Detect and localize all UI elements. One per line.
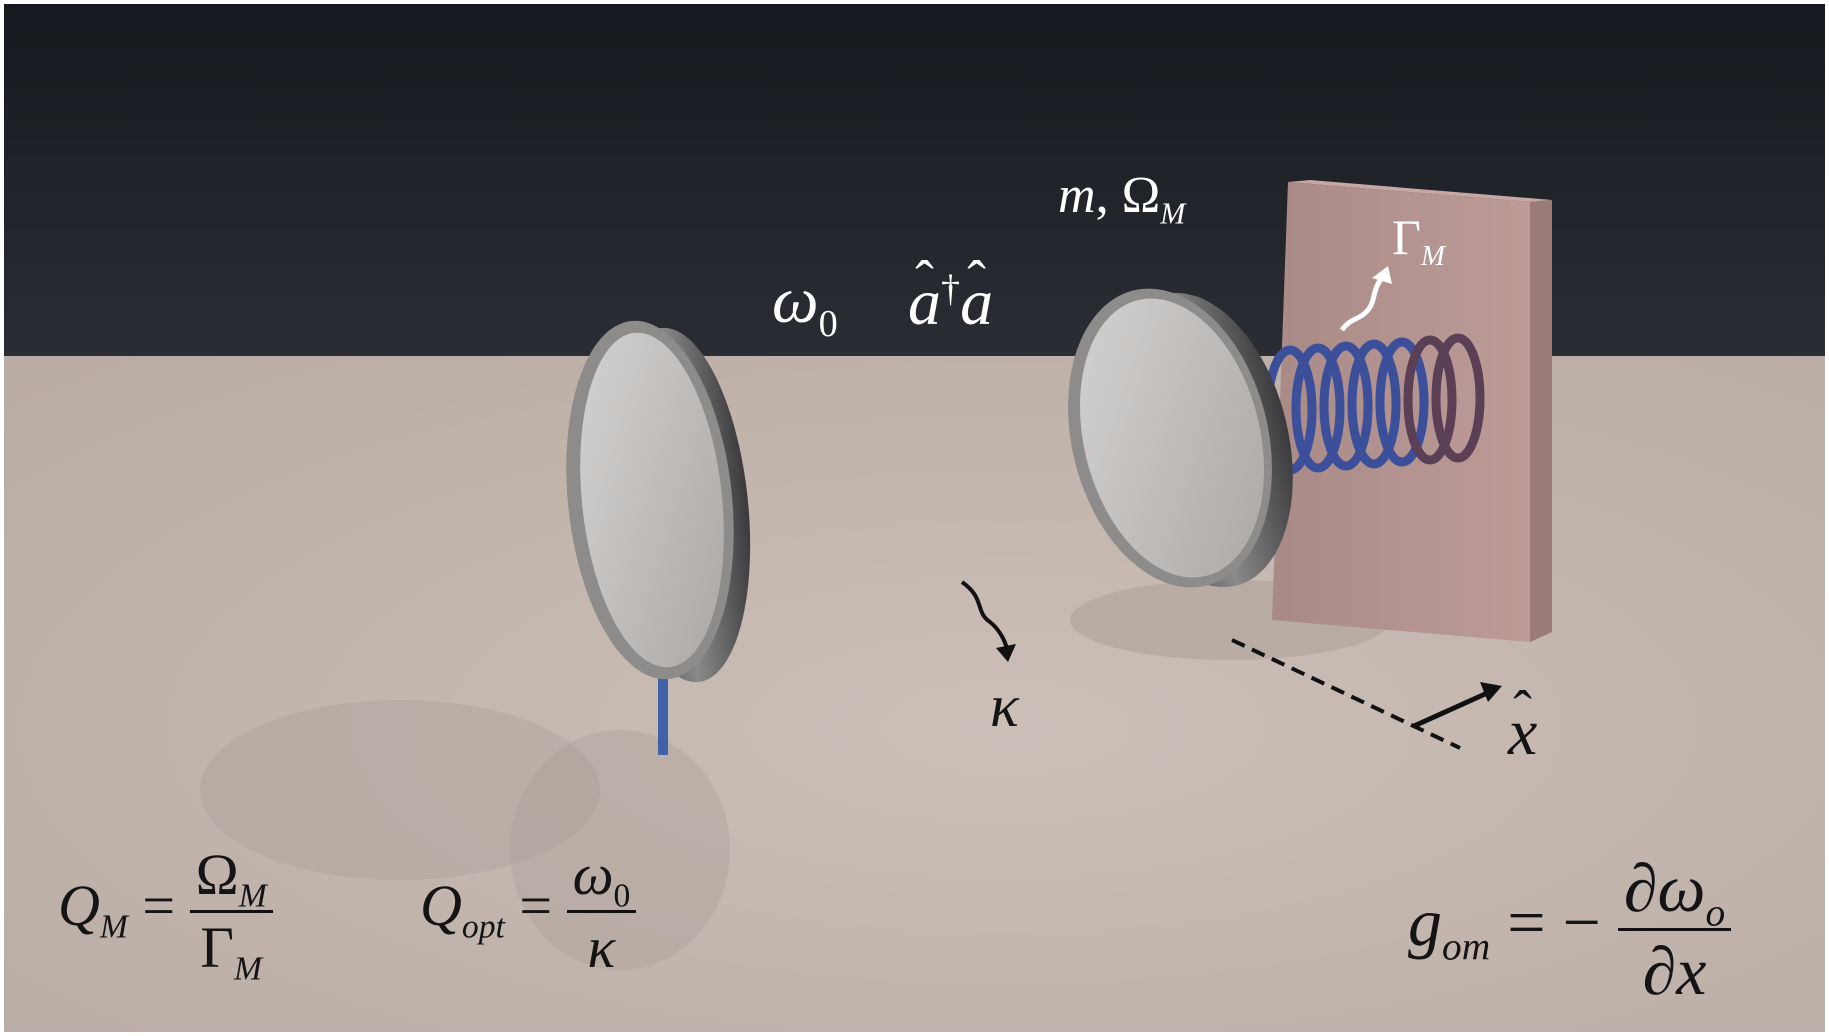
x-axis-dashed-line [1231,638,1461,750]
gom-equation: gom = − ∂ωo ∂x [1408,854,1732,1005]
x-arrowhead [1480,682,1502,702]
gamma-arrowhead [1372,266,1392,284]
gamma-decay-arrow [1339,276,1385,332]
left-mirror-shadow-2 [510,730,730,970]
gamma-m-label: ΓM [1392,209,1446,272]
kappa-decay-arrow [960,580,1010,653]
kappa-arrowhead [996,644,1016,662]
x-direction-arrow [1412,687,1496,729]
kappa-label: κ [990,673,1019,739]
right-mirror [1068,288,1293,588]
x-hat-label: x [1508,700,1537,766]
left-mirror-shadow [200,700,600,880]
omega0-label: ω0 [772,264,838,346]
qopt-equation: Qopt = ω0 κ [420,846,637,977]
qm-equation: QM = ΩM ΓM [58,846,273,986]
left-mirror [566,320,751,755]
mass-frequency-label: m, ΩM [1058,167,1186,231]
back-wall [1272,180,1552,642]
photon-number-label: a†a [908,270,993,336]
left-mirror-post [658,665,668,755]
